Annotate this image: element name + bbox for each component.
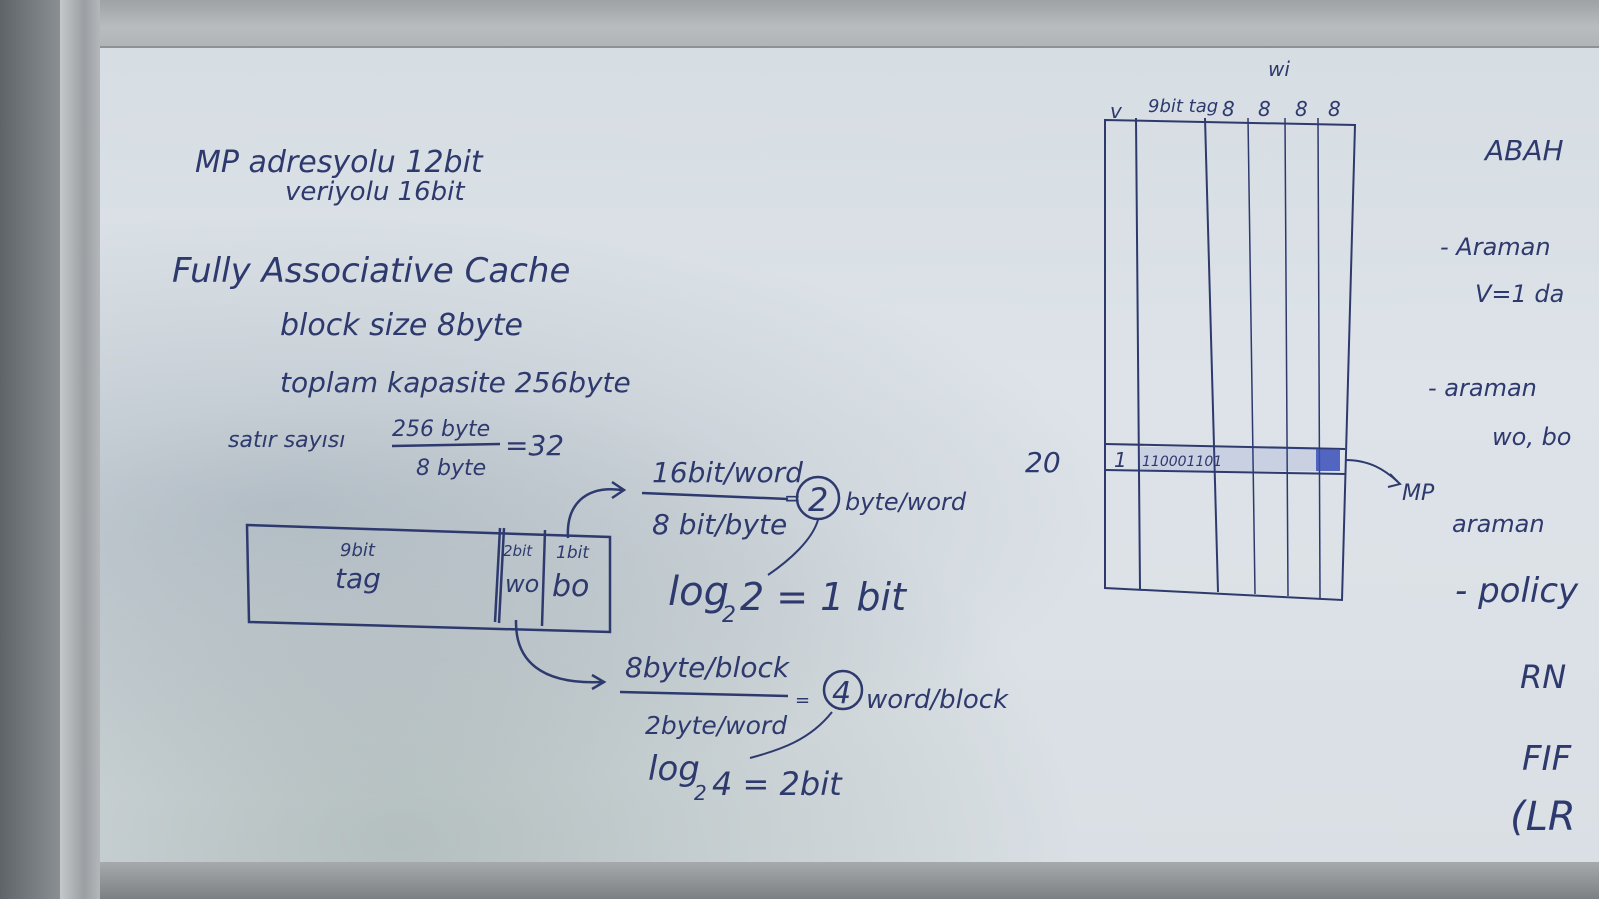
right-line-9: (LR — [1510, 794, 1576, 840]
table-header-tag: 9bit tag — [1148, 96, 1218, 117]
rows-result: =32 — [505, 429, 564, 462]
cache-table — [1104, 117, 1402, 602]
modified-cell — [1316, 449, 1340, 471]
upper-log: log — [668, 569, 729, 615]
lower-log: log — [648, 749, 700, 789]
lower-result: 4 — [832, 676, 851, 711]
left-notes: MP adresyolu 12bit veriyolu 16bit Fully … — [172, 145, 631, 481]
capacity-note: toplam kapasite 256byte — [280, 366, 631, 399]
tag-bits-label: 9bit — [340, 540, 376, 561]
right-line-6: - policy — [1455, 571, 1579, 611]
rows-numerator: 256 byte — [392, 417, 490, 442]
rows-label: satır sayısı — [228, 428, 345, 453]
tag-label: tag — [335, 562, 381, 595]
upper-result-unit: byte/word — [845, 488, 967, 516]
table-header-3: 8 — [1222, 97, 1235, 121]
row-valid-bit: 1 — [1114, 448, 1127, 472]
right-line-2: V=1 da — [1475, 280, 1564, 308]
right-edge-notes: ABAH - Araman V=1 da - araman wo, bo ara… — [1428, 134, 1579, 840]
table-header-5: 8 — [1295, 97, 1308, 121]
mp-address-line: MP adresyolu 12bit — [195, 145, 484, 180]
upper-result-circle — [795, 475, 841, 521]
upper-denominator: 8 bit/byte — [652, 508, 787, 541]
wall-background — [0, 0, 60, 899]
wo-label: wo — [505, 570, 539, 598]
lower-log-result: 4 = 2bit — [712, 765, 843, 803]
block-size-note: block size 8byte — [280, 308, 523, 343]
lower-denominator: 2byte/word — [645, 711, 787, 740]
right-line-5: araman — [1452, 510, 1545, 538]
upper-equals: = — [784, 486, 801, 510]
lower-numerator: 8byte/block — [625, 651, 791, 684]
table-header-4: 8 — [1258, 97, 1271, 121]
bo-label: bo — [552, 569, 589, 604]
upper-log-base: 2 — [722, 603, 736, 628]
right-line-1: - Araman — [1440, 233, 1551, 261]
right-line-8: FIF — [1522, 739, 1572, 779]
upper-log-result: 2 = 1 bit — [740, 575, 908, 619]
word-offset-calculation: 8byte/block 2byte/word = 4 word/block lo… — [619, 651, 1009, 805]
right-line-4: wo, bo — [1492, 423, 1572, 451]
table-top-label: wi — [1268, 57, 1290, 81]
row-tag-value: 110001101 — [1142, 454, 1222, 470]
lower-log-base: 2 — [694, 781, 707, 805]
lower-equals: = — [795, 690, 810, 711]
bo-bits-label: 1bit — [556, 543, 590, 563]
row-index-label: 20 — [1025, 446, 1061, 479]
lower-result-circle — [822, 669, 864, 711]
whiteboard-frame-left — [60, 0, 100, 899]
right-line-3: - araman — [1428, 374, 1537, 402]
cache-type-heading: Fully Associative Cache — [172, 251, 570, 291]
byte-offset-calculation: 16bit/word 8 bit/byte = 2 byte/word log … — [641, 456, 967, 628]
right-title: ABAH — [1483, 134, 1564, 167]
marker-tray — [100, 862, 1599, 899]
mp-arrow-label: MP — [1402, 481, 1435, 506]
right-line-7: RN — [1520, 658, 1566, 696]
selected-cache-row — [1138, 447, 1318, 471]
table-header-v: v — [1110, 99, 1123, 123]
mp-data-line: veriyolu 16bit — [285, 177, 465, 207]
wo-bits-label: 2bit — [503, 542, 533, 560]
table-header-6: 8 — [1328, 97, 1341, 121]
whiteboard-surface — [100, 46, 1599, 882]
lower-result-unit: word/block — [866, 685, 1009, 715]
upper-numerator: 16bit/word — [652, 456, 803, 489]
address-format-box — [245, 480, 627, 691]
upper-result: 2 — [808, 481, 828, 519]
rows-denominator: 8 byte — [416, 456, 486, 481]
